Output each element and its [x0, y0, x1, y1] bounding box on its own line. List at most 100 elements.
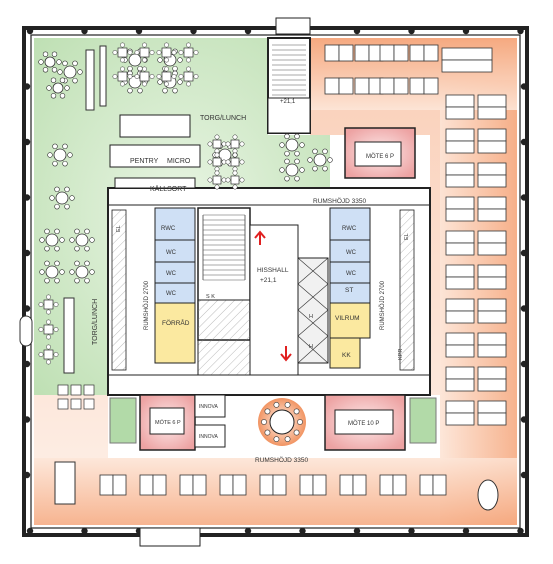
pillar [135, 27, 143, 35]
round-table [63, 65, 77, 79]
pillar [244, 27, 252, 35]
chair [299, 142, 305, 148]
chair [171, 74, 177, 79]
chair [225, 141, 231, 147]
small-table [70, 384, 82, 396]
chair [59, 237, 65, 243]
chair [261, 419, 267, 425]
round-table [285, 163, 299, 177]
chair [284, 133, 290, 140]
chair [89, 269, 95, 275]
pillar [517, 27, 524, 35]
chair [39, 269, 45, 275]
chair [232, 152, 238, 158]
pillar [520, 360, 528, 368]
square-table [212, 139, 222, 149]
chair [142, 57, 147, 63]
pillar [408, 527, 415, 535]
chair [64, 203, 70, 210]
chair [142, 66, 147, 72]
chair [186, 66, 191, 72]
chair [46, 344, 51, 350]
desk [445, 242, 475, 256]
chair [214, 170, 220, 176]
desk [409, 77, 425, 95]
pillar [23, 194, 31, 201]
pentry-counter [109, 144, 201, 168]
square-table [230, 157, 240, 167]
chair [62, 143, 68, 150]
desk [477, 310, 507, 324]
desk [432, 474, 447, 496]
chair [164, 81, 169, 87]
desk [338, 77, 354, 95]
chair [178, 74, 184, 79]
chair [53, 327, 59, 332]
label-pentry: PENTRY [130, 158, 159, 165]
chair [53, 302, 59, 307]
chair [46, 85, 52, 91]
desk [445, 344, 475, 358]
pillar [23, 138, 31, 146]
desk [441, 59, 493, 73]
chair [54, 186, 60, 193]
pillar [23, 83, 31, 90]
chair [46, 309, 51, 315]
chair [42, 67, 49, 73]
pillar [26, 27, 34, 35]
chair [186, 42, 191, 48]
round-table [52, 82, 64, 94]
desk [477, 332, 507, 346]
chair [57, 69, 63, 75]
chair [186, 57, 191, 63]
chair [44, 260, 50, 267]
desk [139, 474, 154, 496]
chair [156, 50, 162, 55]
small-table [57, 398, 69, 410]
long-table [99, 45, 107, 107]
pillar [462, 27, 470, 35]
chair [112, 50, 118, 55]
label-wc-right-1: WC [346, 250, 357, 256]
small-table [70, 398, 82, 410]
chair [293, 408, 300, 415]
chair [89, 237, 95, 243]
chair [77, 69, 83, 75]
chair [214, 184, 220, 190]
label-micro: MICRO [167, 158, 191, 165]
pillar [520, 138, 528, 146]
chair [294, 133, 300, 140]
pillar [520, 305, 528, 312]
chair [164, 57, 169, 63]
chair [69, 269, 75, 275]
chair [232, 170, 238, 176]
chair [294, 150, 300, 157]
chair [142, 42, 147, 48]
label-stair-level: +21,1 [280, 99, 296, 105]
chair [50, 77, 57, 83]
chair [284, 150, 290, 157]
desk [477, 412, 507, 426]
label-el-right: EL [404, 233, 410, 240]
chair [279, 167, 285, 173]
storage-room [154, 302, 196, 364]
chair [149, 74, 155, 79]
pillar [520, 416, 528, 423]
chair [214, 148, 220, 154]
chair [232, 166, 238, 172]
square-table [43, 299, 54, 310]
label-forrad: FÖRRÅD [162, 318, 190, 327]
chair [156, 74, 162, 79]
pillars [23, 27, 528, 535]
chair [134, 50, 140, 55]
chair [327, 157, 333, 163]
chair [74, 245, 80, 252]
label-vilrum: VILRUM [335, 315, 360, 322]
chair [62, 60, 68, 67]
small-table [83, 384, 95, 396]
label-torg-lunch-left: TORG/LUNCH [92, 299, 99, 345]
chair [120, 57, 125, 63]
chair [293, 429, 300, 436]
pillar [81, 27, 88, 35]
chair [273, 401, 280, 408]
